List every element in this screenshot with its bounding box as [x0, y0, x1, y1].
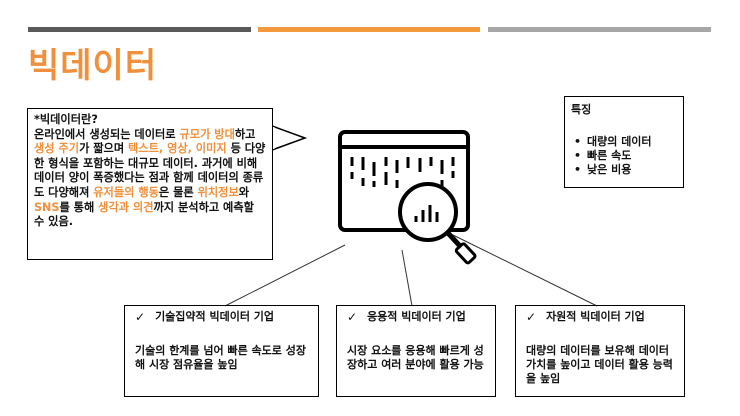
- connector-line-2: [401, 249, 413, 307]
- feature-item: 빠른 속도: [571, 149, 677, 163]
- features-list: 대량의 데이터 빠른 속도 낮은 비용: [571, 135, 677, 177]
- header-bar-dark: [28, 27, 251, 32]
- data-monitor-magnifier-icon: [338, 130, 477, 265]
- company-type-title: 기술집약적 빅데이터 기업: [155, 310, 275, 323]
- check-icon: ✓: [347, 310, 358, 324]
- company-type-desc: 시장 요소를 응용해 빠르게 성장하고 여러 분야에 활용 가능: [347, 344, 484, 371]
- features-box: 특징 대량의 데이터 빠른 속도 낮은 비용: [564, 96, 684, 188]
- company-type-box-3: ✓ 자원적 빅데이터 기업 대량의 데이터를 보유해 데이터 가치를 높이고 데이…: [515, 305, 685, 397]
- callout-pointer: [271, 124, 308, 152]
- connector-line-1: [224, 244, 346, 307]
- feature-item: 대량의 데이터: [571, 135, 677, 149]
- page-title: 빅데이터: [28, 46, 158, 86]
- definition-text: 온라인에서 생성되는 데이터로 규모가 방대하고 생성 주기가 짧으며 텍스트,…: [34, 127, 266, 229]
- feature-item: 낮은 비용: [571, 163, 677, 177]
- company-type-title: 자원적 빅데이터 기업: [546, 310, 645, 323]
- features-title: 특징: [571, 103, 592, 116]
- company-type-desc: 대량의 데이터를 보유해 데이터 가치를 높이고 데이터 활용 능력을 높임: [526, 344, 673, 385]
- header-bar-gray: [488, 27, 711, 32]
- header-bar-orange: [258, 27, 480, 32]
- company-type-box-1: ✓ 기술집약적 빅데이터 기업 기술의 한계를 넘어 빠른 속도로 성장해 시장 …: [124, 305, 319, 397]
- company-type-box-2: ✓ 응용적 빅데이터 기업 시장 요소를 응용해 빠르게 성장하고 여러 분야에 …: [336, 305, 496, 397]
- check-icon: ✓: [526, 310, 537, 324]
- company-type-title: 응용적 빅데이터 기업: [367, 310, 466, 323]
- definition-heading: *빅데이터란?: [34, 113, 98, 126]
- check-icon: ✓: [135, 310, 146, 324]
- connector-line-3: [452, 234, 598, 307]
- definition-callout: *빅데이터란? 온라인에서 생성되는 데이터로 규모가 방대하고 생성 주기가 …: [27, 108, 273, 260]
- company-type-desc: 기술의 한계를 넘어 빠른 속도로 성장해 시장 점유율을 높임: [135, 344, 306, 371]
